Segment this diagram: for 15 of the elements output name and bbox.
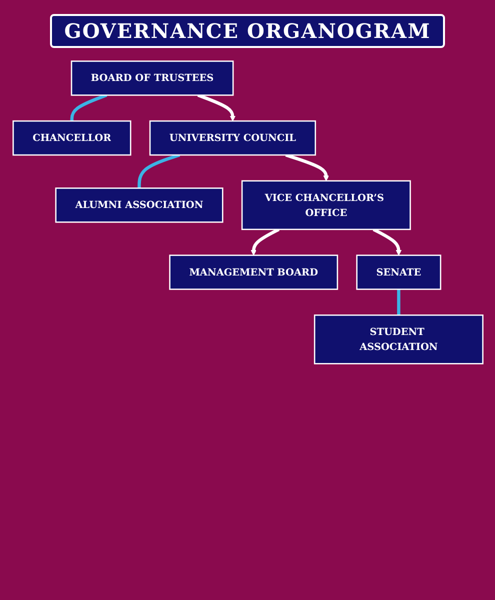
- arrow: [250, 228, 280, 256]
- node-box: BOARD OF TRUSTEES: [70, 60, 234, 96]
- connector: [396, 289, 400, 316]
- connector: [137, 153, 180, 188]
- node-box: ALUMNI ASSOCIATION: [54, 188, 223, 223]
- arrow: [284, 153, 328, 182]
- node-box: MANAGEMENT BOARD: [168, 254, 338, 290]
- node-box: STUDENT ASSOCIATION: [313, 314, 483, 364]
- node-box: SENATE: [356, 254, 441, 290]
- node-box: VICE CHANCELLOR’S OFFICE: [240, 180, 410, 230]
- node-box: UNIVERSITY COUNCIL: [148, 120, 316, 156]
- title-banner: GOVERNANCE ORGANOGRAM: [50, 14, 445, 48]
- arrow: [372, 228, 402, 256]
- arrow: [196, 94, 236, 122]
- node-box: CHANCELLOR: [12, 120, 131, 156]
